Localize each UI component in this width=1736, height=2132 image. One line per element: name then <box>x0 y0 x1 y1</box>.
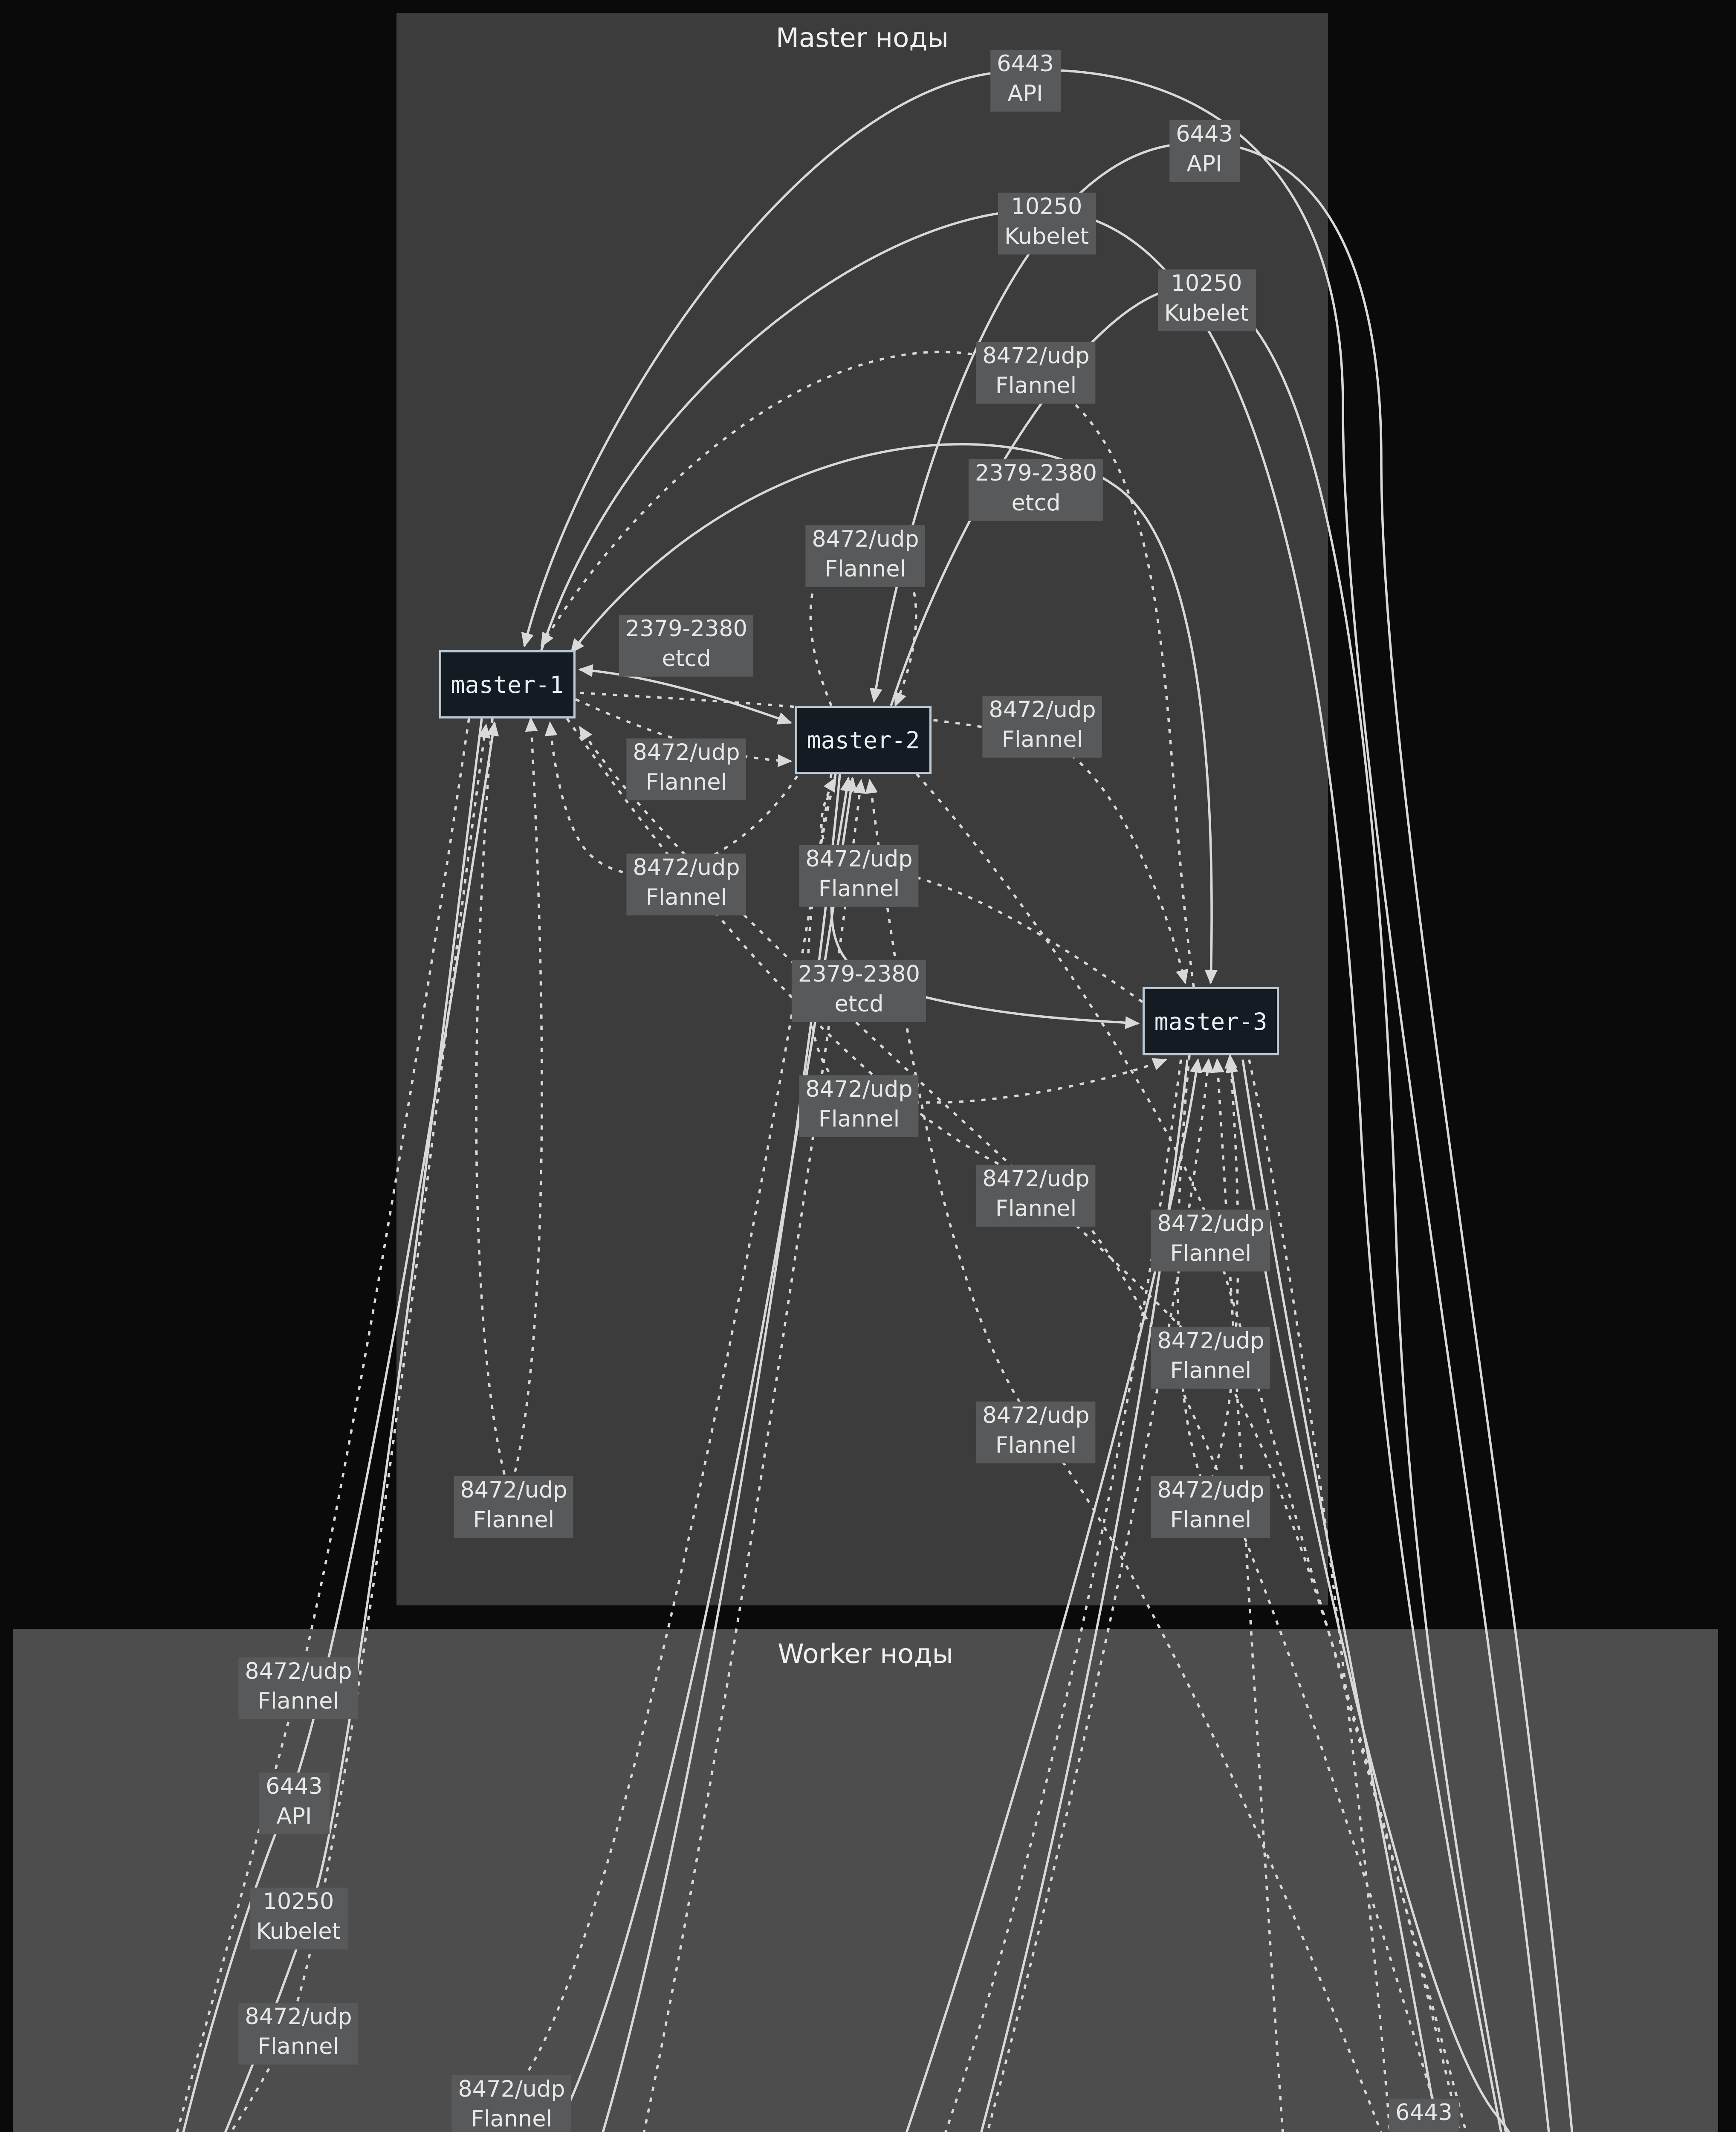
edge-master-3-to-master-1-flannel <box>540 351 1195 988</box>
edge-master-3-to-worker-1-kubelet <box>980 1059 1189 2132</box>
cluster-worker-title: Worker ноды <box>778 1637 953 1669</box>
edge-worker-1-to-master-2-flannel <box>642 779 866 2132</box>
edge-master-3-to-master-2-flannel <box>820 776 1143 1003</box>
edge-master-2-to-worker-2-kubelet <box>890 286 1507 2132</box>
cluster-master-title: Master ноды <box>776 21 949 53</box>
edge-master-2-to-master-2-flannel <box>809 536 917 707</box>
edge-master-2-to-master-3-flannel <box>807 773 1168 1104</box>
edge-master-2-to-master-3-etcd <box>830 776 1140 1029</box>
edge-master-1-to-master-3-etcd <box>570 443 1218 985</box>
edge-master-1-to-worker-2-kubelet <box>540 209 1502 2132</box>
edge-master-3-to-worker-2-flannel <box>1248 1059 1392 2132</box>
edge-master-2-to-worker-1-kubelet <box>602 773 841 2132</box>
edge-master-2-to-worker-1-flannel <box>473 773 833 2132</box>
edge-worker-2-to-master-3-api <box>1225 1058 1510 2132</box>
edge-master-3-to-worker-2-kubelet <box>1241 1059 1440 2132</box>
node-master-1: master-1 <box>439 650 576 718</box>
edge-worker-1-to-master-2-api <box>554 776 857 2132</box>
edge-worker-2-to-master-2-api <box>869 141 1574 2132</box>
edge-worker-1-to-master-1-api <box>182 721 499 2132</box>
edge-master-1-to-master-1-flannel <box>475 717 543 1497</box>
edge-master-1-to-worker-1-kubelet <box>224 718 483 2132</box>
edge-worker-2-to-master-1-flannel <box>579 725 1461 2132</box>
edge-master-1-to-master-2-etcd <box>578 664 793 724</box>
edge-worker-1-to-master-3-api <box>905 1058 1203 2132</box>
edge-master-1-to-master-2-flannel <box>575 698 793 768</box>
edge-master-1-to-worker-2-flannel <box>566 718 1444 2132</box>
node-master-3: master-3 <box>1143 987 1279 1055</box>
edge-master-1-to-worker-1-flannel <box>176 718 470 2132</box>
edge-worker-2-to-master-2-flannel <box>865 779 1383 2132</box>
edge-worker-1-to-master-1-flannel <box>229 723 491 2132</box>
edge-master-2-to-master-1-flannel <box>544 721 799 876</box>
node-master-2: master-2 <box>795 706 932 774</box>
edge-worker-1-to-master-3-flannel <box>986 1058 1214 2132</box>
edge-worker-2-to-master-3-flannel <box>1211 1058 1284 2132</box>
edge-worker-2-to-master-1-api <box>521 69 1550 2132</box>
edge-master-3-to-worker-1-flannel <box>944 1059 1182 2132</box>
